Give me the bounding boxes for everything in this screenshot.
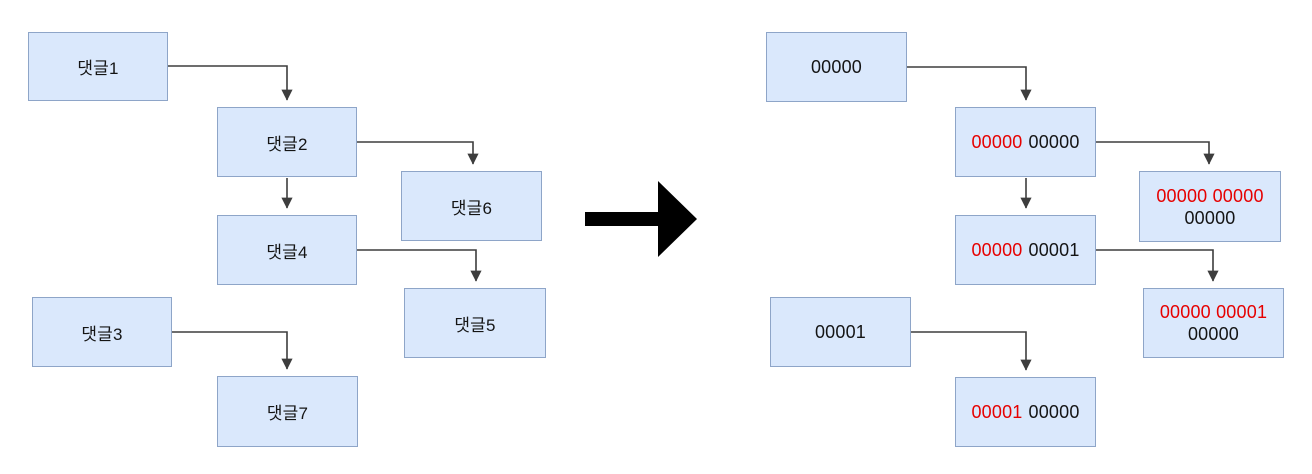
- node-code-root0: 00000: [766, 32, 907, 102]
- node-comment2-label: 댓글2: [266, 134, 308, 154]
- connector-comment4-comment5: [357, 249, 482, 282]
- node-comment3: 댓글3: [32, 297, 172, 367]
- connector-root1-child10: [911, 331, 1032, 371]
- node-comment3-label: 댓글3: [81, 324, 123, 344]
- node-comment5: 댓글5: [404, 288, 546, 358]
- node-code-root1-value: 00001: [814, 321, 867, 342]
- node-comment4-label: 댓글4: [266, 242, 308, 262]
- connector-child00-grand000: [1096, 141, 1215, 165]
- node-comment7: 댓글7: [217, 376, 358, 447]
- connector-comment3-comment7: [172, 331, 293, 370]
- node-comment6: 댓글6: [401, 171, 542, 241]
- own-code-segment: 00001: [1028, 239, 1080, 260]
- transform-arrow-icon: [585, 181, 697, 257]
- node-code-root0-value: 00000: [810, 56, 863, 77]
- parent-path-segment: 00000 00000: [1156, 185, 1264, 206]
- connector-child01-grand010: [1096, 249, 1219, 282]
- own-code-segment: 00000: [1028, 401, 1080, 422]
- parent-path-segment: 00000 00001: [1159, 302, 1268, 322]
- own-code-segment: 00000: [1028, 131, 1080, 152]
- node-comment4: 댓글4: [217, 215, 357, 285]
- node-comment7-label: 댓글7: [266, 404, 309, 423]
- connector-root0-child00: [907, 66, 1032, 101]
- node-comment1-label: 댓글1: [77, 59, 119, 78]
- parent-path-segment: 00001: [971, 401, 1023, 422]
- connector-comment1-comment2: [168, 65, 293, 101]
- node-code-grand010: 00000 00001 00000: [1143, 288, 1284, 358]
- node-code-grand000: 00000 00000 00000: [1139, 171, 1281, 242]
- node-comment6-label: 댓글6: [450, 198, 493, 218]
- node-comment1: 댓글1: [28, 32, 168, 101]
- own-code-segment: 00000: [1184, 207, 1236, 228]
- node-comment5-label: 댓글5: [454, 315, 496, 335]
- own-code-segment: 00000: [1187, 324, 1240, 344]
- parent-path-segment: 00000: [971, 239, 1023, 260]
- node-comment2: 댓글2: [217, 107, 357, 177]
- node-code-root1: 00001: [770, 297, 911, 367]
- connector-comment2-comment6: [357, 141, 479, 165]
- parent-path-segment: 00000: [971, 131, 1023, 152]
